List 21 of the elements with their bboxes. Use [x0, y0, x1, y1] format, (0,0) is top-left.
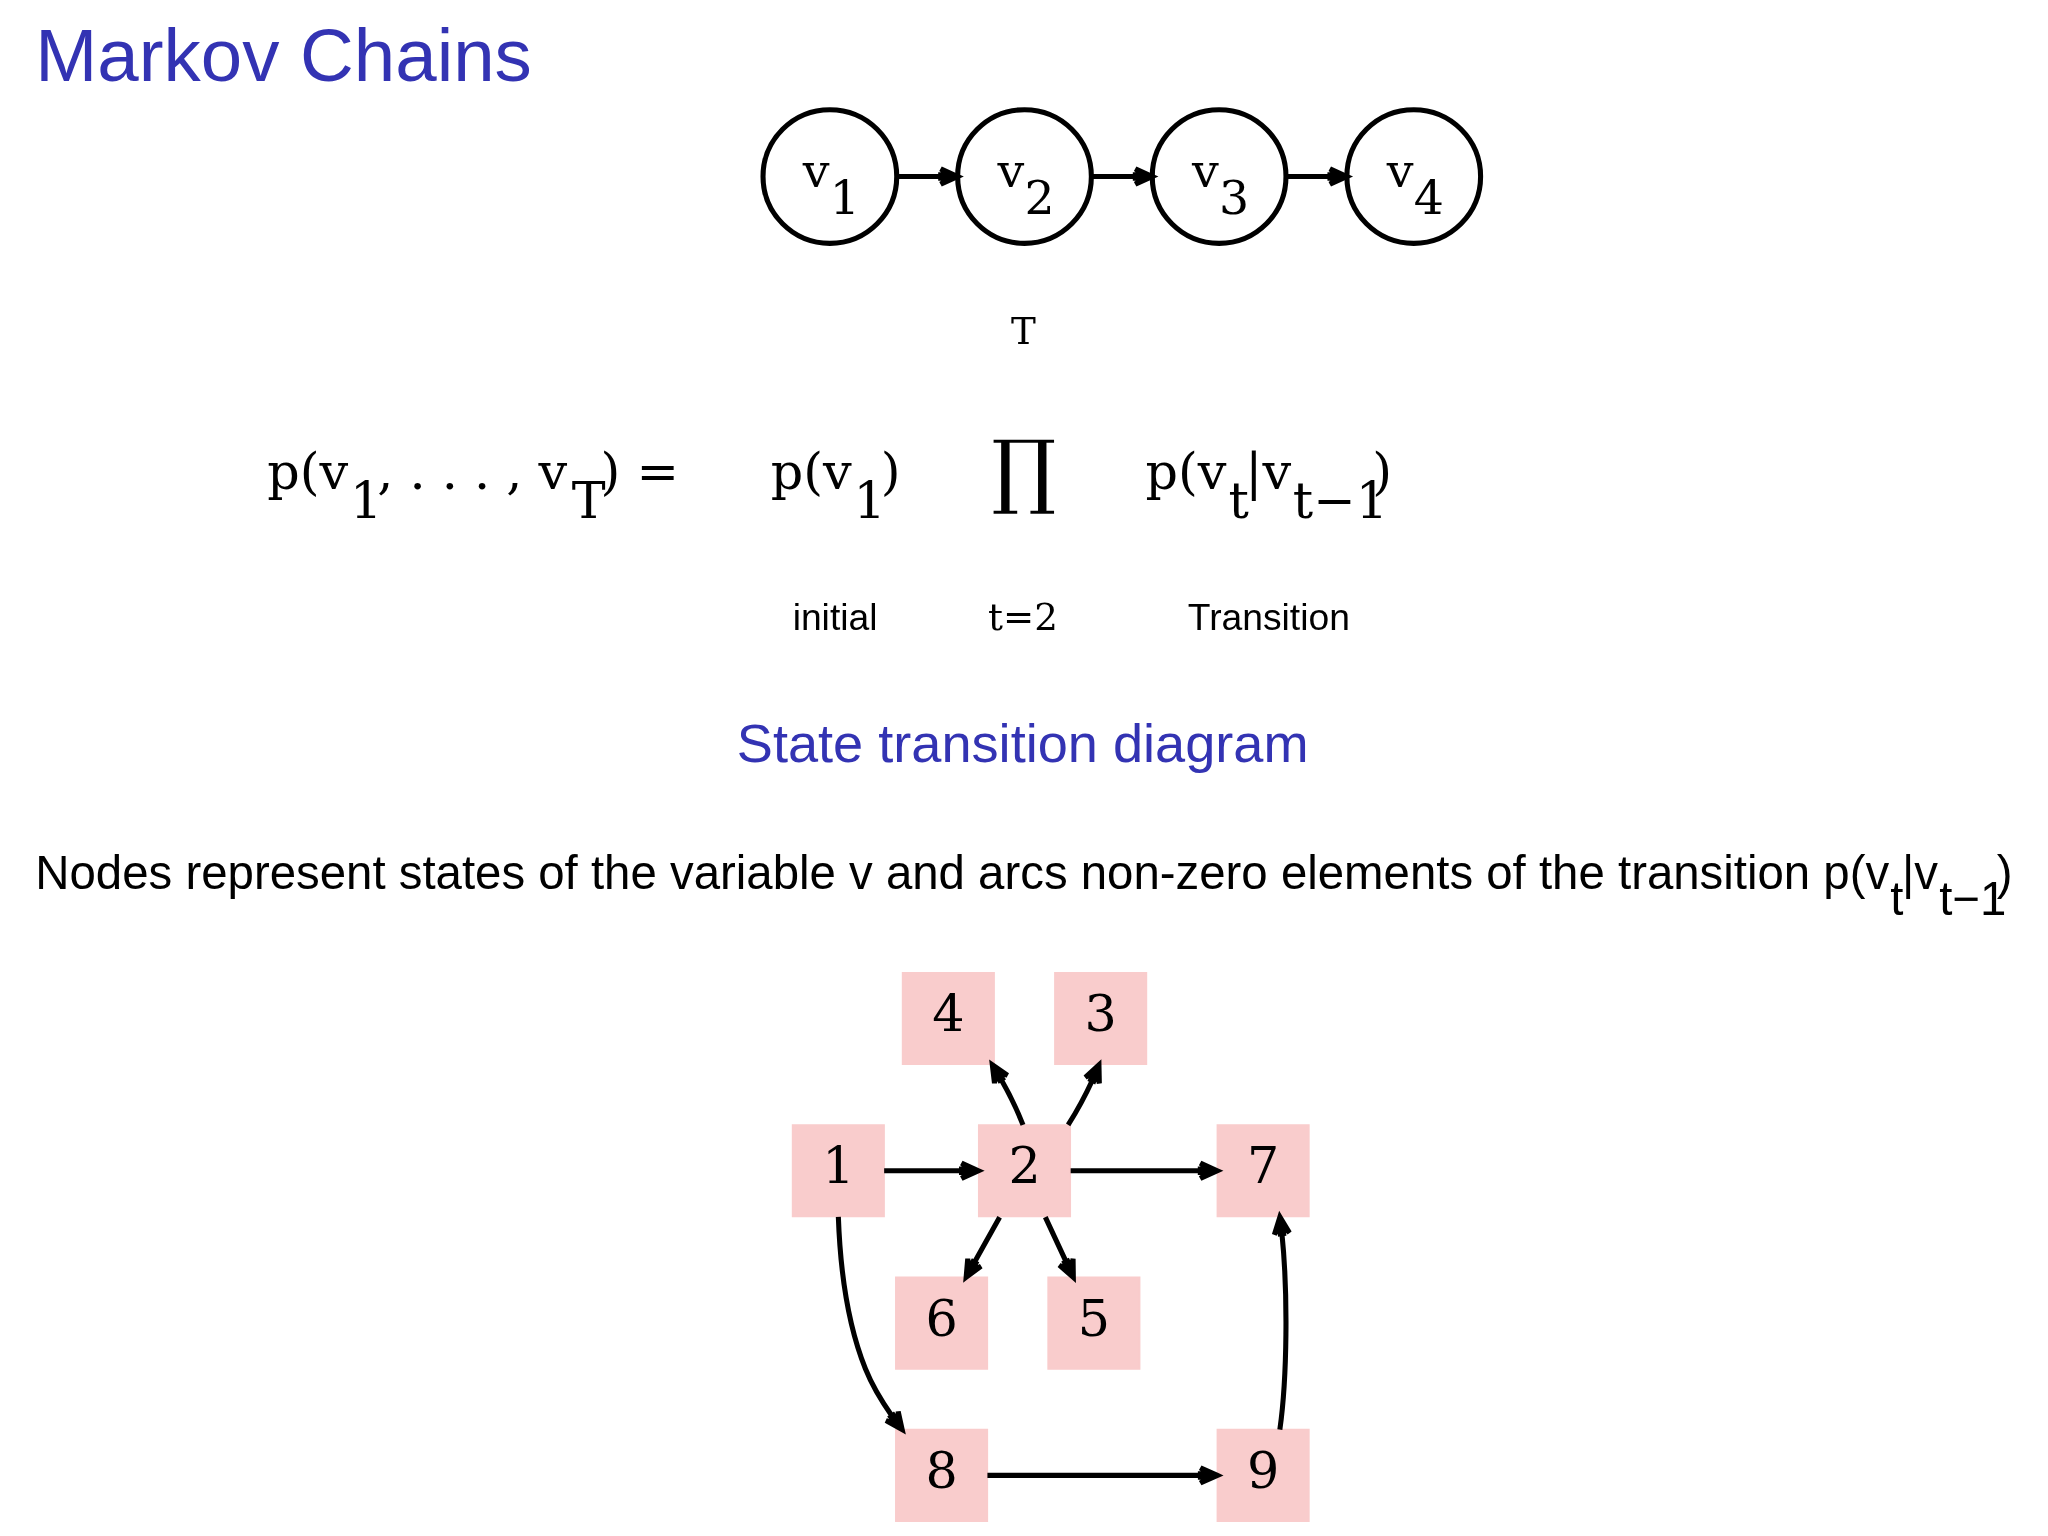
arrow — [1042, 1216, 1076, 1280]
node-box: 2 — [977, 1124, 1071, 1218]
arrow — [989, 1062, 1025, 1126]
label: initial — [792, 596, 877, 639]
node-box: 4 — [901, 971, 995, 1065]
node-box: 7 — [1216, 1124, 1310, 1218]
arrow — [1065, 1062, 1102, 1127]
label: State transition diagram — [736, 713, 1309, 774]
node-box: 8 — [894, 1428, 988, 1522]
label: T — [1010, 309, 1036, 354]
arrow — [963, 1215, 1002, 1280]
label: t=2 — [987, 595, 1058, 640]
diagram-title: Markov Chains — [34, 14, 532, 98]
node-box: 5 — [1046, 1276, 1140, 1370]
label: Transition — [1187, 596, 1350, 639]
node-box: 6 — [894, 1276, 988, 1370]
node-box: 3 — [1053, 971, 1147, 1065]
node-box: 1 — [791, 1124, 885, 1218]
node-box: 9 — [1216, 1428, 1310, 1522]
label: ∏ — [991, 422, 1056, 517]
arrow — [835, 1216, 905, 1433]
